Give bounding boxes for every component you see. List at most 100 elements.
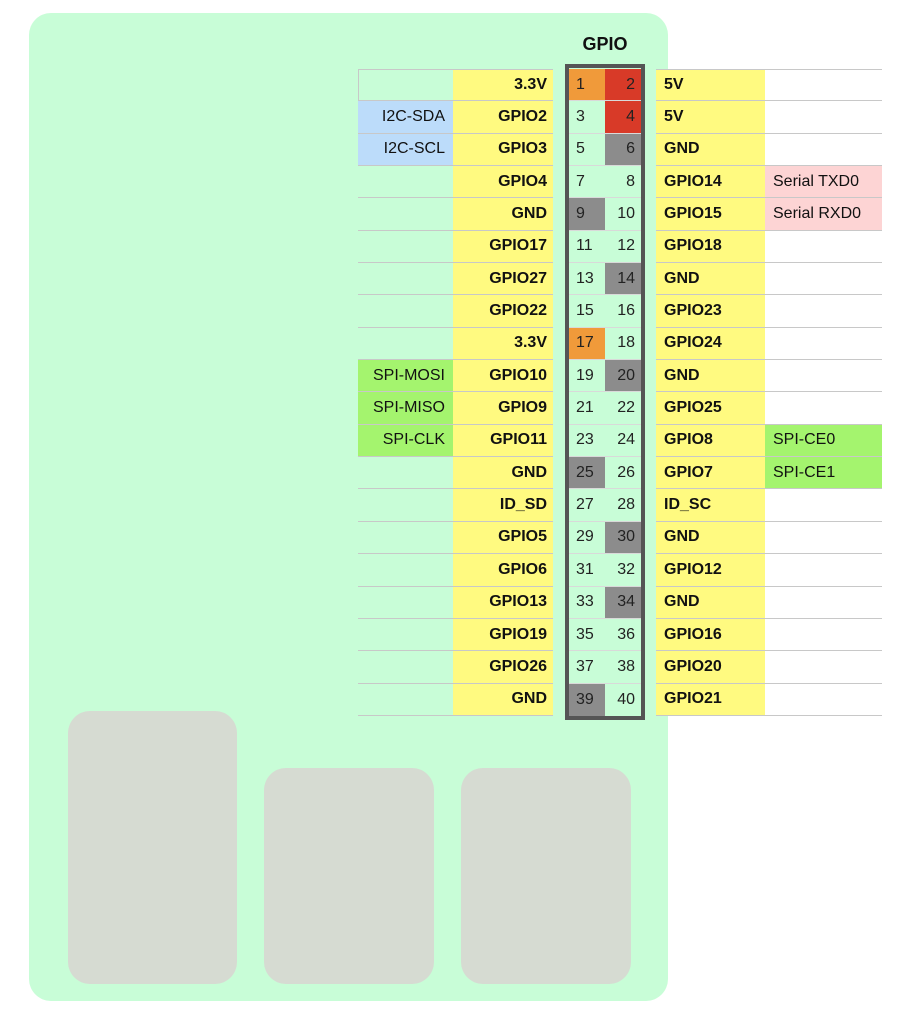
left-row: GPIO5 [358, 521, 553, 555]
pin-odd: 23 [576, 431, 594, 449]
right-pin-name: GPIO14 [656, 166, 765, 198]
gpio-header-title: GPIO [582, 34, 628, 54]
right-pin-name: GND [656, 360, 765, 392]
pin-row: 27 28 [569, 489, 641, 522]
right-row: GND [656, 360, 882, 393]
right-function-label: SPI-CE1 [765, 457, 882, 489]
left-function-label [358, 263, 453, 294]
pin-even: 28 [617, 496, 635, 514]
right-pin-name: GPIO8 [656, 424, 765, 457]
left-function-label [358, 619, 453, 650]
pin-even: 14 [605, 263, 641, 295]
right-function-label [765, 392, 882, 423]
right-row: GPIO23 [656, 295, 882, 328]
right-row: GPIO21 [656, 683, 882, 716]
right-row: 5V [656, 69, 882, 102]
left-function-label [358, 70, 453, 101]
left-pin-name: GPIO26 [453, 651, 553, 683]
right-function-label [765, 134, 882, 165]
pin-odd: 27 [576, 496, 594, 514]
left-row: GPIO6 [358, 554, 553, 587]
left-pin-name: GPIO10 [453, 360, 553, 392]
left-row: GND [358, 457, 553, 490]
right-function-label: Serial TXD0 [765, 166, 882, 198]
right-function-label [765, 263, 882, 294]
right-function-label [765, 522, 882, 553]
left-row: GPIO27 [358, 263, 553, 296]
right-pin-name: GPIO12 [656, 554, 765, 586]
pin-odd: 33 [576, 593, 594, 611]
pin-odd: 1 [569, 69, 605, 101]
left-function-label [358, 295, 453, 326]
left-pin-name: ID_SD [453, 489, 553, 521]
right-pin-name: GPIO23 [656, 295, 765, 327]
pin-row: 31 32 [569, 554, 641, 587]
right-pin-name: 5V [656, 101, 765, 133]
right-pin-name: GPIO20 [656, 651, 765, 683]
left-function-label: I2C-SCL [358, 133, 453, 166]
right-pin-name: GPIO16 [656, 618, 765, 651]
pin-odd: 5 [576, 140, 585, 158]
right-pin-name: GPIO15 [656, 198, 765, 230]
right-row: 5V [656, 101, 882, 134]
pin-odd: 31 [576, 560, 594, 578]
right-pin-name: GND [656, 586, 765, 618]
left-pin-name: GPIO13 [453, 586, 553, 618]
pin-even: 22 [617, 399, 635, 417]
pin-even: 38 [617, 657, 635, 675]
right-row: GPIO12 [656, 554, 882, 587]
pin-odd: 17 [569, 327, 605, 360]
left-pin-name: GPIO22 [453, 295, 553, 327]
right-pin-name: GPIO18 [656, 230, 765, 263]
pin-odd: 9 [569, 198, 605, 230]
pin-even: 34 [605, 586, 641, 618]
left-row: GND [358, 198, 553, 231]
usb-port-2 [264, 768, 434, 984]
pin-even: 2 [605, 69, 641, 101]
pin-even: 26 [617, 463, 635, 481]
pin-odd: 39 [569, 683, 605, 716]
right-pin-name: GND [656, 263, 765, 295]
pin-even: 32 [617, 560, 635, 578]
right-function-label [765, 554, 882, 585]
left-row: GND [358, 683, 553, 716]
pin-row: 33 34 [569, 586, 641, 619]
right-row: GPIO24 [656, 327, 882, 361]
right-function-label [765, 328, 882, 359]
right-pin-name: GPIO25 [656, 392, 765, 424]
left-pin-name: GPIO17 [453, 230, 553, 263]
left-row: GPIO26 [358, 651, 553, 684]
right-pin-name: GND [656, 521, 765, 554]
pin-even: 20 [605, 360, 641, 392]
left-function-label [358, 166, 453, 197]
left-row: 3.3V [358, 327, 553, 361]
left-pin-name: GND [453, 457, 553, 489]
pin-odd: 25 [569, 457, 605, 489]
pin-even: 16 [617, 302, 635, 320]
pin-odd: 35 [576, 625, 594, 643]
left-function-label [358, 522, 453, 553]
left-pin-name: GND [453, 683, 553, 715]
left-row: GPIO19 [358, 618, 553, 652]
pin-odd: 3 [576, 108, 585, 126]
right-function-label [765, 101, 882, 132]
left-pin-name: 3.3V [453, 327, 553, 360]
right-function-label [765, 360, 882, 391]
right-pin-name: ID_SC [656, 489, 765, 521]
right-pin-name: 5V [656, 70, 765, 101]
pin-even: 6 [605, 133, 641, 166]
pin-even: 4 [605, 101, 641, 133]
left-row: ID_SD [358, 489, 553, 522]
